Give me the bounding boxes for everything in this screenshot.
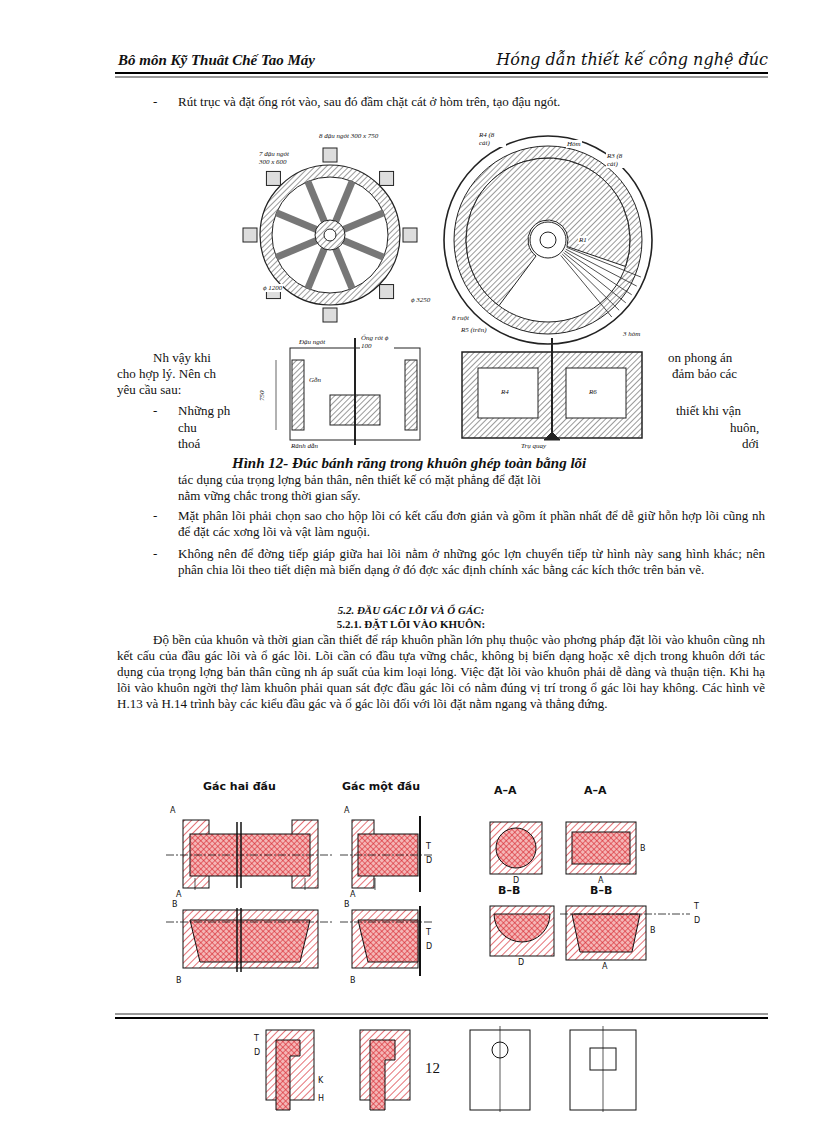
section-mark: A–A xyxy=(584,784,607,797)
bullet: - xyxy=(153,508,157,524)
body-text: tác dụng của trọng lợng bản thân, nên th… xyxy=(178,472,765,488)
body-text: Không nên để đờng tiếp giáp giữa hai lõi… xyxy=(178,546,765,578)
letter: B xyxy=(350,976,356,985)
letter: A xyxy=(344,806,349,815)
body-text: huôn, xyxy=(730,420,759,436)
body-text: thiết khi vận xyxy=(676,403,741,419)
figure-heading: Gác hai đầu xyxy=(203,780,276,793)
letter: D xyxy=(254,1048,260,1057)
body-text: thoá xyxy=(178,436,200,452)
body-text: cho hợp lý. Nên ch xyxy=(117,366,216,382)
header-right: Hóng dẫn thiết kế công nghệ đúc xyxy=(450,52,768,68)
body-text: Mặt phân lõi phải chọn sao cho hộp lõi c… xyxy=(178,508,765,540)
figure-label: R3 (8 cái) xyxy=(606,152,634,168)
letter: B xyxy=(344,900,350,909)
dimension: 750 xyxy=(258,390,266,403)
letter: H xyxy=(318,1094,324,1103)
letter: D xyxy=(518,958,524,967)
letter: B xyxy=(176,976,182,985)
body-text: nằm vững chắc trong thời gian sấy. xyxy=(178,488,360,504)
body-text: dới xyxy=(742,436,759,452)
figure-label: 3 hòm xyxy=(622,330,641,338)
figure-label: Rãnh dẫn xyxy=(290,442,319,450)
bullet: - xyxy=(153,546,157,562)
figure-label: Trụ quay xyxy=(520,442,547,450)
body-text: on phong án xyxy=(668,350,732,366)
body-text: đảm bảo các xyxy=(672,366,737,382)
page-number: 12 xyxy=(423,1060,442,1076)
figure-label: Hòm xyxy=(566,140,582,148)
body-text: Nh vậy khi xyxy=(153,350,211,366)
gear-mold-figure xyxy=(243,136,652,445)
letter: B xyxy=(172,900,178,909)
letter: D xyxy=(513,876,519,885)
letter: T xyxy=(254,1034,259,1043)
body-text: Rút trục và đặt ống rót vào, sau đó đầm … xyxy=(178,94,560,110)
figure-label: Ống rót ϕ 100 xyxy=(360,334,394,350)
body-text: chu xyxy=(178,420,197,436)
figure-label: 8 đậu ngót 300 x 750 xyxy=(318,132,379,140)
letter: B xyxy=(650,926,656,935)
footer-rule xyxy=(115,1014,768,1018)
letter: A xyxy=(598,876,603,885)
letter: B xyxy=(640,844,646,853)
letter: A xyxy=(350,890,355,899)
figure-label: R6 xyxy=(588,388,598,396)
letter: A xyxy=(176,890,181,899)
bullet: - xyxy=(153,94,157,110)
figure-label: Gỗn xyxy=(308,376,322,384)
body-text: Độ bền của khuôn và thời gian cần thiết … xyxy=(117,632,765,712)
section-mark: B–B xyxy=(590,884,612,897)
figure-label: ϕ 3250 xyxy=(410,296,431,304)
core-print-figures xyxy=(166,816,690,1112)
figure-label: Đậu ngót xyxy=(298,338,326,346)
letter: A xyxy=(602,962,607,971)
letter: K xyxy=(318,1076,323,1085)
body-text: yêu cầu sau: xyxy=(117,382,181,398)
figure-label: ϕ 1200 xyxy=(262,284,283,292)
body-text: Những ph xyxy=(178,403,230,419)
section-mark: B–B xyxy=(498,884,520,897)
bullet: - xyxy=(153,403,157,419)
figure-label: R4 (8 cái) xyxy=(478,131,506,147)
figure-ground xyxy=(255,128,650,453)
header-left: Bô môn Kỹ Thuât Chế Tao Máy xyxy=(118,52,315,68)
letter: A xyxy=(170,806,175,815)
section-mark: A–A xyxy=(494,784,517,797)
figure-label: R4 xyxy=(500,388,510,396)
header-rule xyxy=(115,73,768,77)
figure-label: R5 (trên) xyxy=(460,326,488,334)
letter: D xyxy=(694,916,700,925)
letter: D xyxy=(426,856,432,865)
figure-caption: Hình 12- Đúc bánh răng trong khuôn ghép … xyxy=(232,455,586,471)
section-heading: 5.2.1. ĐẶT LÕI VÀO KHUÔN: xyxy=(291,618,531,631)
figure-label: R1 xyxy=(578,236,588,244)
figure-label: 8 ruột xyxy=(451,314,470,322)
section-heading: 5.2. ĐẦU GÁC LÕI VÀ Ổ GÁC: xyxy=(291,604,531,617)
letter: T xyxy=(694,902,699,911)
figure-heading: Gác một đầu xyxy=(342,780,420,793)
letter: T xyxy=(426,842,431,851)
figure-label: 7 đậu ngót 300 x 600 xyxy=(258,150,298,166)
letter: T xyxy=(426,928,431,937)
letter: D xyxy=(426,942,432,951)
